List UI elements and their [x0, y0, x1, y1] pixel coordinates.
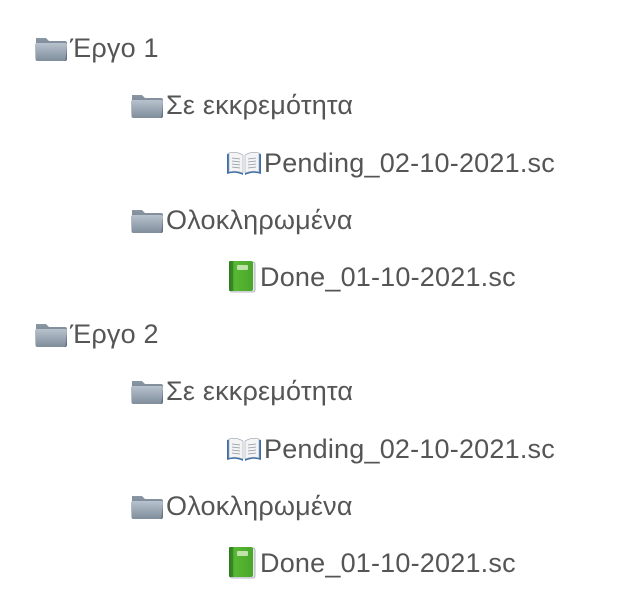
- tree-item-label: Έργο 2: [70, 319, 159, 349]
- tree-item-label: Σε εκκρεμότητα: [166, 90, 354, 120]
- tree-item-project-2-done-file[interactable]: Done_01-10-2021.sc: [226, 543, 516, 583]
- green-book-icon: [226, 260, 258, 294]
- tree-item-label: Έργο 1: [70, 33, 159, 63]
- tree-item-project-2-done-folder[interactable]: Ολοκληρωμένα: [130, 486, 353, 526]
- folder-icon: [34, 319, 68, 349]
- tree-item-project-1-done-folder[interactable]: Ολοκληρωμένα: [130, 200, 353, 240]
- tree-item-label: Done_01-10-2021.sc: [260, 262, 516, 292]
- tree-item-label: Done_01-10-2021.sc: [260, 548, 516, 578]
- tree-item-project-2-pending-folder[interactable]: Σε εκκρεμότητα: [130, 371, 353, 411]
- open-book-icon: [226, 150, 262, 176]
- tree-item-label: Ολοκληρωμένα: [166, 205, 353, 235]
- tree-item-label: Pending_02-10-2021.sc: [264, 148, 555, 178]
- tree-item-project-2-pending-file[interactable]: Pending_02-10-2021.sc: [226, 429, 555, 469]
- open-book-icon: [226, 436, 262, 462]
- tree-item-project-1-pending-folder[interactable]: Σε εκκρεμότητα: [130, 85, 353, 125]
- folder-icon: [130, 205, 164, 235]
- folder-icon: [34, 33, 68, 63]
- tree-item-project-1-pending-file[interactable]: Pending_02-10-2021.sc: [226, 143, 555, 183]
- tree-item-project-1[interactable]: Έργο 1: [34, 28, 159, 68]
- tree-item-label: Ολοκληρωμένα: [166, 491, 353, 521]
- tree-item-label: Pending_02-10-2021.sc: [264, 434, 555, 464]
- folder-icon: [130, 491, 164, 521]
- tree-item-project-2[interactable]: Έργο 2: [34, 314, 159, 354]
- tree-item-project-1-done-file[interactable]: Done_01-10-2021.sc: [226, 257, 516, 297]
- folder-icon: [130, 376, 164, 406]
- folder-icon: [130, 90, 164, 120]
- tree-item-label: Σε εκκρεμότητα: [166, 376, 354, 406]
- green-book-icon: [226, 546, 258, 580]
